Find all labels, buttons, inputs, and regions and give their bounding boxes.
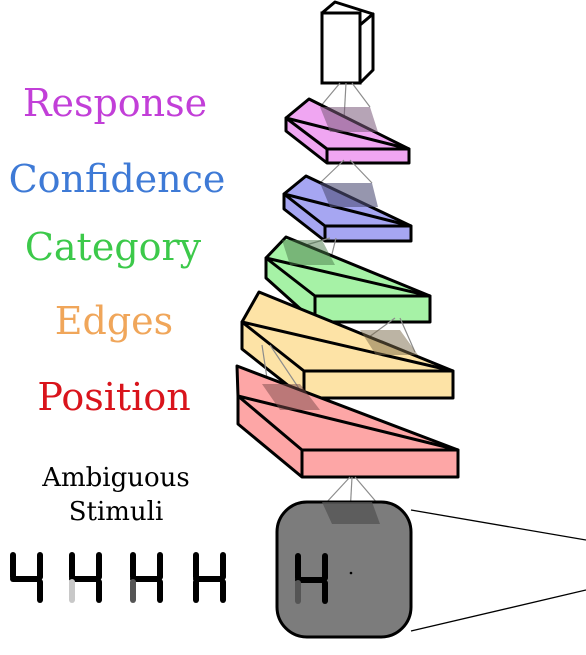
digit-4-a bbox=[10, 552, 43, 603]
edges-layer bbox=[240, 290, 455, 400]
label-confidence: Confidence bbox=[9, 157, 226, 201]
stimulus-digit bbox=[295, 553, 328, 604]
ambiguous-digits bbox=[10, 552, 226, 603]
output-box bbox=[320, 0, 375, 85]
digit-4-b bbox=[69, 552, 102, 603]
label-position: Position bbox=[37, 375, 190, 419]
zoom-lines bbox=[410, 509, 586, 632]
digit-h bbox=[193, 552, 226, 603]
confidence-layer bbox=[282, 174, 413, 243]
digit-4-c bbox=[130, 552, 163, 603]
label-stimuli: Stimuli bbox=[69, 497, 164, 527]
label-edges: Edges bbox=[55, 299, 173, 343]
label-category: Category bbox=[25, 225, 202, 269]
response-connector bbox=[319, 159, 373, 184]
position-layer bbox=[235, 364, 460, 479]
stimulus-box bbox=[275, 500, 413, 639]
response-layer bbox=[284, 97, 411, 165]
label-ambiguous: Ambiguous bbox=[41, 463, 190, 493]
label-response: Response bbox=[23, 81, 207, 125]
